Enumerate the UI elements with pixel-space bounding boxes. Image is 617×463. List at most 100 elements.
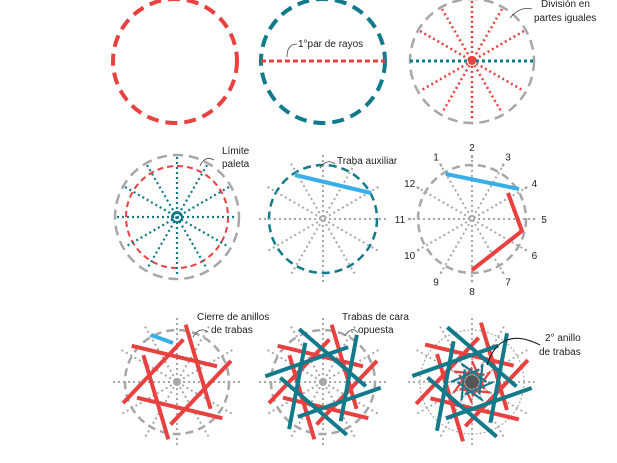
lock-segment xyxy=(136,395,223,421)
spoke-end-dot xyxy=(439,164,443,167)
spoke-line xyxy=(144,326,210,438)
spoke-line xyxy=(267,349,379,415)
callout-arrow-icon xyxy=(192,329,209,338)
spoke-end-dot xyxy=(524,186,527,190)
label-primer-par: 1°par de rayos xyxy=(298,39,363,50)
callout-arrow-icon xyxy=(509,8,533,19)
lock-segment xyxy=(264,345,349,379)
spoke-line xyxy=(267,186,379,252)
label-trabas-cara-1: Trabas de cara xyxy=(342,312,409,323)
lock-segment xyxy=(426,376,498,439)
callout-arrow-icon xyxy=(344,329,359,337)
aux-lock-segment xyxy=(150,333,174,345)
spoke-number: 11 xyxy=(395,215,406,226)
spoke-line xyxy=(267,349,379,415)
spoke-number: 2 xyxy=(469,143,475,154)
spoke-number: 10 xyxy=(404,251,416,262)
outer-lock-ring xyxy=(411,322,533,442)
red-lock-ring xyxy=(121,324,233,440)
label-limite-1: Límite xyxy=(222,146,250,157)
lock-segment xyxy=(297,327,368,388)
spoke-line xyxy=(439,326,505,438)
spokes-closure xyxy=(113,318,241,446)
label-limite-2: paleta xyxy=(222,159,250,170)
spoke-line xyxy=(290,326,356,438)
spoke-number: 7 xyxy=(505,277,511,288)
label-traba-auxiliar: Traba auxiliar xyxy=(337,156,398,167)
spoke-line xyxy=(144,326,210,438)
inner-lock-ring xyxy=(450,360,494,404)
label-trabas-cara-2: opuesta xyxy=(358,325,394,336)
callout-arrow-icon xyxy=(319,161,336,169)
lock-segment xyxy=(460,369,466,401)
step-1-red-circle xyxy=(111,0,239,125)
callout-arrow-icon xyxy=(286,43,298,58)
label-division-2: partes iguales xyxy=(534,13,596,24)
spoke-number: 12 xyxy=(404,179,416,190)
label-division-1: División en xyxy=(541,0,590,10)
spoke-line xyxy=(290,163,356,275)
label-cierre-1: Cierre de anillos xyxy=(197,312,269,323)
spoke-end-dot xyxy=(417,186,420,190)
lock-segment xyxy=(169,359,233,426)
step-3-equal-division: División en partes iguales xyxy=(408,0,596,125)
spoke-line xyxy=(290,163,356,275)
hub-icon xyxy=(171,211,183,223)
lock-segment xyxy=(456,381,484,402)
lock-segment xyxy=(411,343,499,378)
lock-segment xyxy=(297,385,382,419)
label-segundo-1: 2° anillo xyxy=(545,333,581,344)
label-cierre-2: de trabas xyxy=(211,325,253,336)
spokes-second xyxy=(408,318,536,446)
spoke-line xyxy=(290,326,356,438)
spokes-opposite xyxy=(259,318,387,446)
spoke-line xyxy=(439,326,505,438)
spokes-aux xyxy=(259,155,387,283)
lock-segment xyxy=(464,380,494,396)
step-9-second-ring: 2° anillo de trabas xyxy=(408,318,581,446)
spoke-number: 8 xyxy=(469,287,475,298)
spoke-end-dot xyxy=(417,248,420,252)
label-segundo-2: de trabas xyxy=(539,347,581,358)
spoke-end-dot xyxy=(524,248,527,252)
spoke-line xyxy=(416,349,528,415)
spoke-end-dot xyxy=(439,271,443,274)
lock-segment xyxy=(446,325,518,388)
lock-segment xyxy=(445,386,533,421)
lock-segment xyxy=(131,343,218,369)
lock-segment xyxy=(488,332,510,424)
lock-segment xyxy=(278,376,349,437)
lock-segment xyxy=(121,338,185,405)
spoke-line xyxy=(121,349,233,415)
spoke-end-dot xyxy=(470,279,474,283)
spoke-end-dot xyxy=(470,155,474,159)
lock-segment xyxy=(287,342,308,430)
spoke-end-dot xyxy=(501,164,505,167)
spoke-number: 9 xyxy=(433,277,439,288)
spoke-line xyxy=(124,186,230,248)
spoke-line xyxy=(439,163,505,275)
spoke-number: 6 xyxy=(532,251,538,262)
step-2-first-spoke-pair: 1°par de rayos xyxy=(259,0,387,125)
lock-segment xyxy=(183,324,213,410)
spoke-line xyxy=(416,349,528,415)
step-4-palette-limit: Límite paleta xyxy=(113,146,250,281)
spoke-line xyxy=(121,349,233,415)
hub-icon xyxy=(465,375,479,389)
lock-segment xyxy=(450,368,480,384)
step-5-auxiliary-lock: Traba auxiliar xyxy=(259,155,398,283)
lock-segment xyxy=(338,334,359,422)
spoke-number: 1 xyxy=(433,153,439,164)
spoke-number: 3 xyxy=(505,153,511,164)
spoke-number: 4 xyxy=(532,179,538,190)
lock-segment xyxy=(478,363,484,395)
step-8-opposite-face-locks: Trabas de cara opuesta xyxy=(259,312,409,446)
lock-segment xyxy=(434,340,456,432)
spoke-end-dot xyxy=(532,217,536,221)
callout-arrow-icon xyxy=(199,158,215,167)
double-lock-ring xyxy=(264,324,382,440)
callout-arrow-icon xyxy=(486,337,541,366)
